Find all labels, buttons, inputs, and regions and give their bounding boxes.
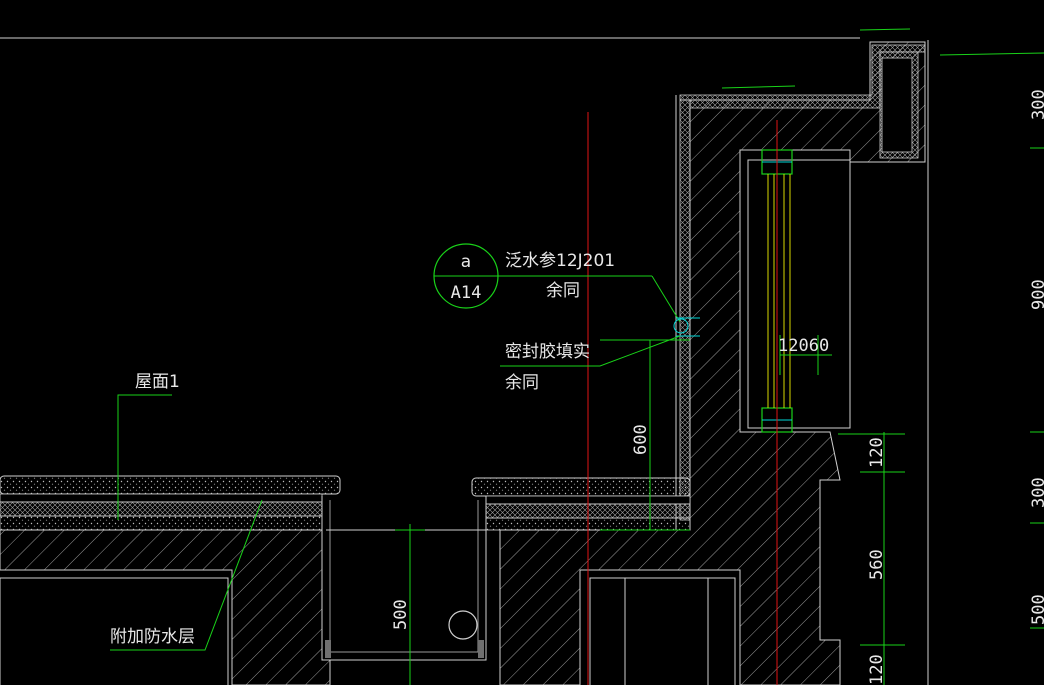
label-same-2: 余同 [505, 373, 539, 393]
dim-12060: 12060 [778, 335, 832, 375]
label-additional-waterproof: 附加防水层 [110, 627, 195, 647]
dim-500-text: 500 [391, 599, 411, 630]
dim-900-text: 900 [1029, 279, 1044, 310]
dim-600: 600 [600, 339, 690, 531]
dim-500-right-text: 500 [1029, 594, 1044, 625]
dim-500: 500 [391, 524, 425, 685]
dim-560-text: 560 [867, 549, 887, 580]
green-mark [721, 85, 796, 89]
leader-flashing [651, 275, 681, 323]
roof-slab-right [471, 477, 691, 531]
detail-bubble-bottom: A14 [451, 283, 482, 303]
detail-bubble-top: a [461, 252, 471, 272]
leader-roof [117, 394, 172, 520]
green-mark [859, 28, 911, 31]
dim-12060-text: 12060 [778, 336, 829, 356]
label-sealant: 密封胶填实 [505, 342, 590, 362]
leader-sealant [500, 335, 681, 367]
label-flashing-ref: 泛水参12J201 [505, 251, 615, 271]
dim-120-bottom-text: 120 [867, 654, 887, 685]
flashing-marker [673, 318, 689, 334]
label-roof: 屋面1 [135, 372, 180, 392]
dim-120-top-text: 120 [867, 437, 887, 468]
detail-bubble[interactable]: a A14 [433, 243, 652, 309]
leader-additional-waterproof [110, 499, 263, 651]
drain-outlet [448, 610, 478, 640]
label-same-1: 余同 [546, 281, 580, 301]
roof-slab-left [0, 475, 341, 685]
gutter [321, 496, 487, 661]
dim-300-top-text: 300 [1029, 89, 1044, 120]
dim-300-mid-text: 300 [1029, 477, 1044, 508]
parapet-wall [499, 40, 929, 685]
dim-600-text: 600 [631, 424, 651, 455]
dim-vertical-right: 120 560 120 [838, 432, 905, 685]
dim-far-right: 300 900 300 500 [1029, 89, 1044, 629]
green-mark [939, 52, 1044, 56]
